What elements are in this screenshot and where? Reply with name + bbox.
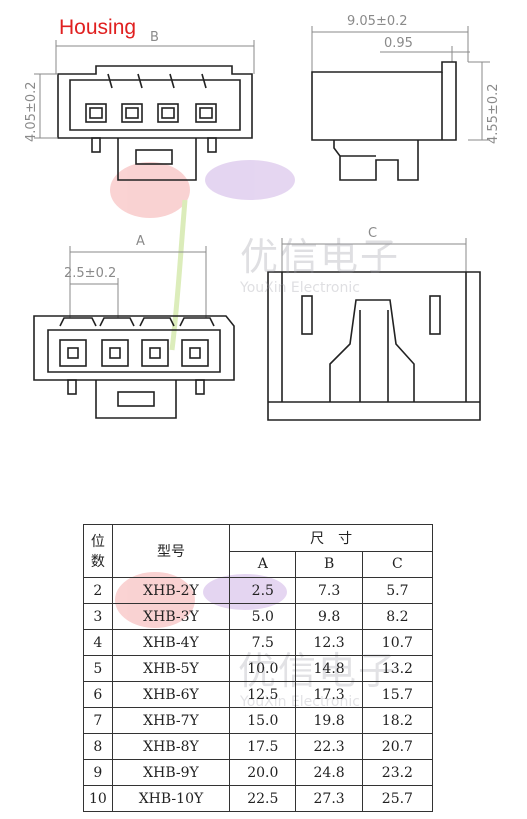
dim-length: 9.05±0.2 [347, 14, 408, 29]
dim-c-label: C [368, 226, 378, 241]
cell-c: 18.2 [361, 707, 434, 734]
cell-position: 7 [83, 707, 113, 734]
front-view-top [34, 40, 255, 181]
header-position-top: 位 [90, 534, 105, 550]
cell-b: 22.3 [295, 733, 363, 760]
dim-height-front: 4.05±0.2 [24, 81, 39, 142]
cell-b: 14.8 [295, 655, 363, 682]
header-a: A [229, 550, 297, 578]
cell-b: 24.8 [295, 759, 363, 786]
cell-a: 5.0 [229, 603, 297, 630]
dim-pitch: 2.5±0.2 [64, 266, 117, 281]
cell-position: 5 [83, 655, 113, 682]
header-position-bottom: 数 [90, 554, 105, 570]
cell-model: XHB-8Y [111, 733, 231, 760]
watermark-logo-top [110, 160, 295, 351]
spec-table: 位 数 型号 尺 寸 A B C 2 XHB-2Y 2.5 7.3 5.7 3 … [83, 524, 434, 812]
table-row: 2 XHB-2Y 2.5 7.3 5.7 [83, 577, 434, 604]
cell-b: 19.8 [295, 707, 363, 734]
cell-a: 12.5 [229, 681, 297, 708]
cell-position: 3 [83, 603, 113, 630]
watermark-en: YouXin Electronic [240, 280, 360, 296]
table-row: 7 XHB-7Y 15.0 19.8 18.2 [83, 707, 434, 734]
cell-a: 15.0 [229, 707, 297, 734]
page-title: Housing [59, 16, 137, 39]
table-row: 9 XHB-9Y 20.0 24.8 23.2 [83, 759, 434, 786]
cell-position: 9 [83, 759, 113, 786]
cell-c: 10.7 [361, 629, 434, 656]
watermark-cn: 优信电子 [240, 235, 401, 279]
cell-a: 20.0 [229, 759, 297, 786]
header-size: 尺 寸 [229, 524, 433, 552]
cell-a: 22.5 [229, 785, 297, 812]
cell-position: 8 [83, 733, 113, 760]
cell-b: 27.3 [295, 785, 363, 812]
cell-b: 7.3 [295, 577, 363, 604]
cell-model: XHB-10Y [111, 785, 231, 812]
header-position: 位 数 [83, 524, 113, 578]
cell-position: 2 [83, 577, 113, 604]
cell-b: 9.8 [295, 603, 363, 630]
cell-a: 7.5 [229, 629, 297, 656]
top-view-middle [267, 238, 481, 421]
cell-c: 25.7 [361, 785, 434, 812]
cell-c: 8.2 [361, 603, 434, 630]
cell-model: XHB-2Y [111, 577, 231, 604]
table-row: 6 XHB-6Y 12.5 17.3 15.7 [83, 681, 434, 708]
cell-c: 13.2 [361, 655, 434, 682]
cell-position: 4 [83, 629, 113, 656]
table-row: 3 XHB-3Y 5.0 9.8 8.2 [83, 603, 434, 630]
header-b: B [295, 550, 363, 578]
dim-a-label: A [136, 234, 145, 249]
cell-model: XHB-6Y [111, 681, 231, 708]
cell-model: XHB-7Y [111, 707, 231, 734]
cell-model: XHB-3Y [111, 603, 231, 630]
cell-a: 10.0 [229, 655, 297, 682]
dim-b-label: B [150, 30, 159, 45]
cell-b: 12.3 [295, 629, 363, 656]
cell-a: 2.5 [229, 577, 297, 604]
cell-model: XHB-4Y [111, 629, 231, 656]
header-c: C [361, 550, 434, 578]
cell-position: 6 [83, 681, 113, 708]
cell-c: 5.7 [361, 577, 434, 604]
cell-b: 17.3 [295, 681, 363, 708]
cell-model: XHB-5Y [111, 655, 231, 682]
cell-model: XHB-9Y [111, 759, 231, 786]
cell-c: 15.7 [361, 681, 434, 708]
header-model: 型号 [111, 524, 231, 578]
front-view-middle [33, 246, 235, 419]
side-view-top [311, 26, 490, 181]
dim-latch: 0.95 [384, 36, 413, 51]
dim-height-side: 4.55±0.2 [486, 83, 501, 144]
table-row: 8 XHB-8Y 17.5 22.3 20.7 [83, 733, 434, 760]
table-row: 5 XHB-5Y 10.0 14.8 13.2 [83, 655, 434, 682]
cell-c: 20.7 [361, 733, 434, 760]
cell-c: 23.2 [361, 759, 434, 786]
table-row: 10 XHB-10Y 22.5 27.3 25.7 [83, 785, 434, 812]
cell-position: 10 [83, 785, 113, 812]
table-row: 4 XHB-4Y 7.5 12.3 10.7 [83, 629, 434, 656]
cell-a: 17.5 [229, 733, 297, 760]
